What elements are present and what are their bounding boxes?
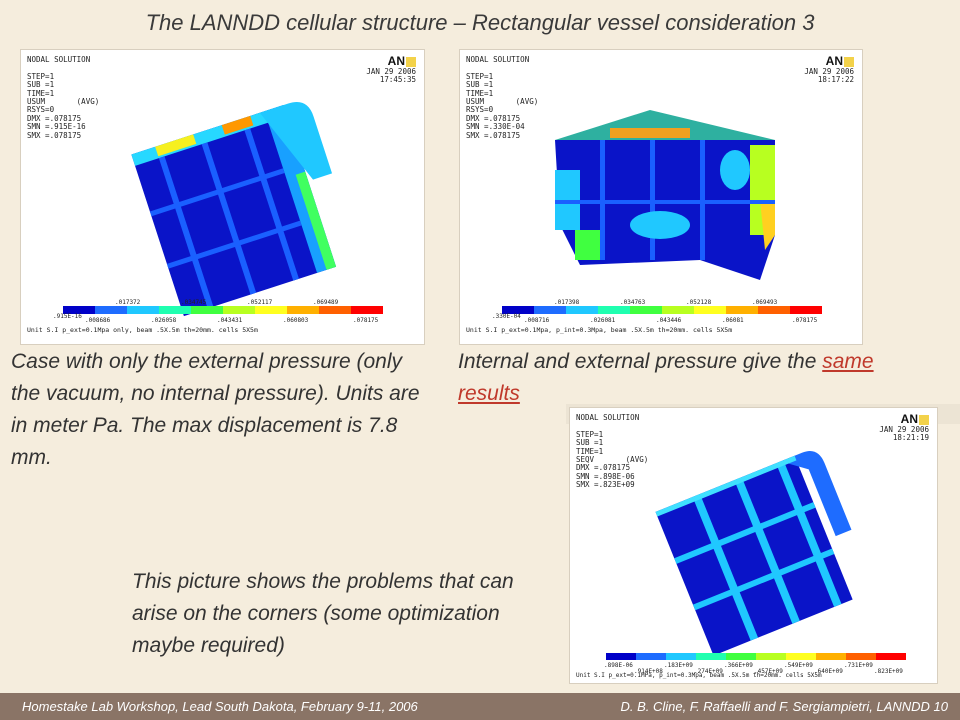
plot-footer: Unit S.I p_ext=0.1Mpa only, beam .5X.5m … [27, 326, 258, 334]
tick: .898E-06 [604, 662, 633, 669]
same-results-link[interactable]: same results [458, 350, 874, 405]
tick: .026081 [590, 317, 616, 324]
tick: .731E+09 [844, 662, 873, 669]
plot-header: NODAL SOLUTION STEP=1 SUB =1 TIME=1 USUM… [27, 55, 100, 140]
tick: .069489 [313, 299, 339, 306]
tick: .330E-04 [492, 313, 521, 320]
ansys-logo: AN [826, 54, 854, 68]
tick: .043446 [656, 317, 682, 324]
tick: .06081 [722, 317, 744, 324]
tick: .052117 [247, 299, 273, 306]
plot-footer: Unit S.I p_ext=0.1MPa, p_int=0.3Mpa, bea… [576, 672, 822, 679]
color-legend [63, 306, 383, 314]
color-legend [502, 306, 822, 314]
plot-header: NODAL SOLUTION STEP=1 SUB =1 TIME=1 USUM… [466, 55, 539, 140]
tick: .078175 [353, 317, 379, 324]
legend-ticks: .330E-04 .017398 .034763 .052128 .069493… [492, 299, 832, 324]
tick: .026058 [151, 317, 177, 324]
fea-model-image [555, 110, 775, 280]
tick: .274E+09 [694, 668, 723, 675]
tick: .008716 [524, 317, 550, 324]
slide-footer: Homestake Lab Workshop, Lead South Dakot… [0, 693, 960, 720]
caption-right: Internal and external pressure give the … [458, 346, 928, 410]
caption-bottom: This picture shows the problems that can… [132, 570, 514, 657]
color-legend [606, 653, 906, 660]
fea-model-image [655, 450, 853, 656]
ansys-logo: AN [388, 54, 416, 68]
tick: .457E+09 [754, 668, 783, 675]
tick: .017372 [115, 299, 141, 306]
fea-plot-stress-corners: NODAL SOLUTION STEP=1 SUB =1 TIME=1 SEQV… [569, 407, 938, 684]
fea-plot-external-pressure: NODAL SOLUTION STEP=1 SUB =1 TIME=1 USUM… [20, 49, 425, 345]
plot-footer: Unit S.I p_ext=0.1Mpa, p_int=0.3Mpa, bea… [466, 326, 733, 334]
plot-date: JAN 29 2006 18:17:22 [804, 67, 854, 85]
tick: .640E+09 [814, 668, 843, 675]
footer-right: D. B. Cline, F. Raffaelli and F. Sergiam… [620, 699, 948, 714]
fea-model-image [131, 101, 337, 317]
tick: .008686 [85, 317, 111, 324]
footer-left: Homestake Lab Workshop, Lead South Dakot… [22, 699, 418, 714]
tick: .069493 [752, 299, 778, 306]
caption-right-text: Internal and external pressure give the [458, 350, 823, 373]
plot-date: JAN 29 2006 17:45:35 [366, 67, 416, 85]
tick: .052128 [686, 299, 712, 306]
tick: .549E+09 [784, 662, 813, 669]
tick: .914E+08 [634, 668, 663, 675]
legend-ticks: .915E-16 .017372 .034745 .052117 .069489… [53, 299, 393, 324]
legend-ticks: .898E-06 .183E+09 .366E+09 .549E+09 .731… [604, 646, 926, 675]
tick: .366E+09 [724, 662, 753, 669]
tick: .043431 [217, 317, 243, 324]
tick: .915E-16 [53, 313, 82, 320]
tick: .034763 [620, 299, 646, 306]
caption-left: Case with only the external pressure (on… [11, 350, 420, 469]
tick: .060803 [283, 317, 309, 324]
ansys-logo: AN [901, 412, 929, 426]
tick: .823E+09 [874, 668, 903, 675]
slide-title: The LANNDD cellular structure – Rectangu… [145, 10, 815, 35]
tick: .078175 [792, 317, 818, 324]
fea-plot-internal-external-pressure: NODAL SOLUTION STEP=1 SUB =1 TIME=1 USUM… [459, 49, 863, 345]
tick: .034745 [181, 299, 207, 306]
plot-date: JAN 29 2006 18:21:19 [879, 425, 929, 443]
plot-header: NODAL SOLUTION STEP=1 SUB =1 TIME=1 SEQV… [576, 413, 649, 490]
tick: .017398 [554, 299, 580, 306]
tick: .183E+09 [664, 662, 693, 669]
